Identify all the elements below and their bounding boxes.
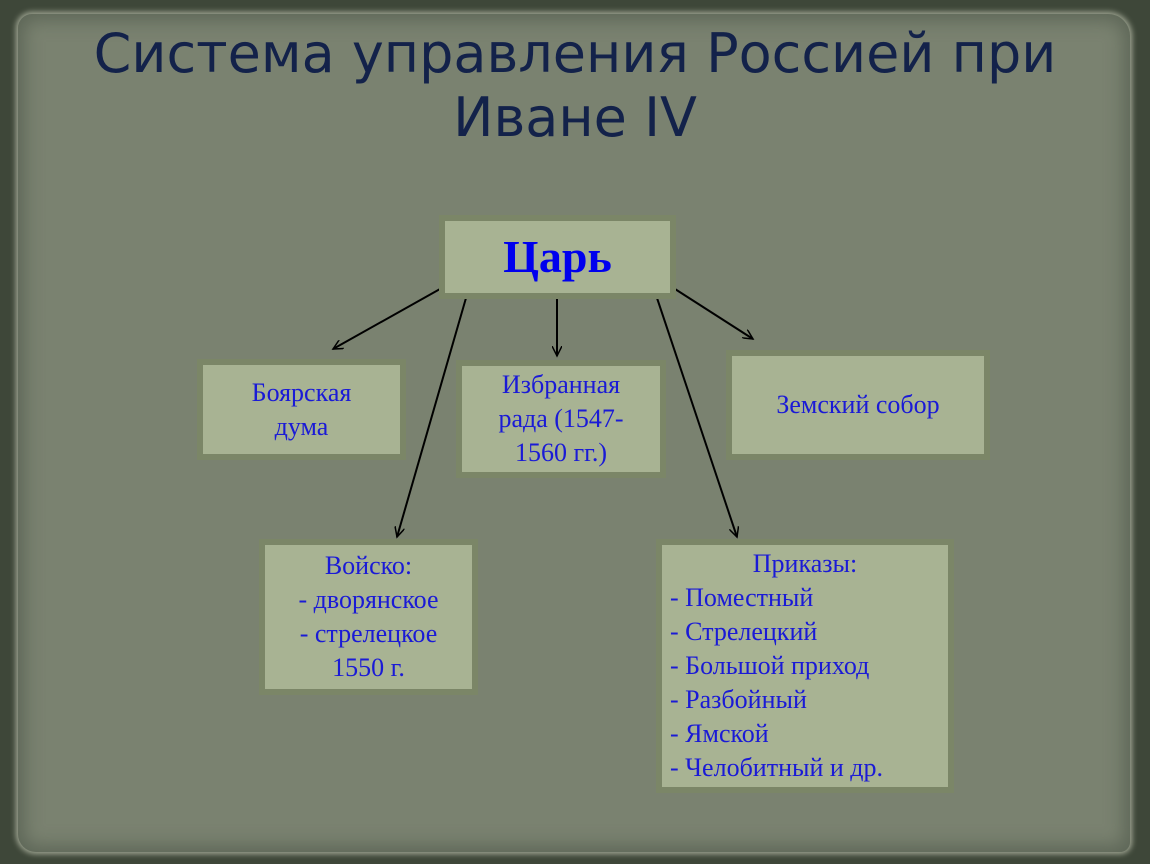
zemsky-sobor-label: Земский собор [776,390,940,419]
army-line: Войско: [324,551,413,580]
chosen-rada-box: Избранная рада (1547- 1560 гг.) [456,360,666,478]
prikaz-item: - Большой приход [670,651,870,680]
chosen-rada-line: 1560 гг.) [514,438,608,467]
title-line-1: Система управления Россией при [93,22,1057,85]
prikazy-box: Приказы: - Поместный - Стрелецкий - Боль… [656,539,954,793]
prikaz-item: - Поместный [670,583,814,612]
tsar-label: Царь [503,231,612,282]
chosen-rada-line: рада (1547- [498,404,624,433]
boyar-duma-box: Боярская дума [197,359,406,460]
prikazy-heading: Приказы: [752,549,858,578]
title-line-2: Иване IV [453,86,697,149]
prikaz-item: - Стрелецкий [670,617,818,646]
army-line: - стрелецкое [299,619,438,648]
boyar-duma-line: дума [274,411,329,441]
prikaz-item: - Ямской [670,719,769,748]
boyar-duma-line: Боярская [251,377,352,407]
tsar-box: Царь [439,215,676,299]
army-line: 1550 г. [332,653,405,682]
prikaz-item: - Разбойный [670,685,807,714]
army-line: - дворянское [298,585,439,614]
slide-title: Система управления Россией при Иване IV [0,22,1150,150]
arrow-to-zemsky-sobor [674,288,753,339]
arrow-to-boyar-duma [333,288,441,350]
zemsky-sobor-box: Земский собор [726,350,990,460]
arrow-to-army [397,297,467,537]
arrow-to-prikazy [656,297,737,537]
prikaz-item: - Челобитный и др. [670,753,884,782]
chosen-rada-line: Избранная [501,370,621,399]
army-box: Войско: - дворянское - стрелецкое 1550 г… [259,539,478,695]
